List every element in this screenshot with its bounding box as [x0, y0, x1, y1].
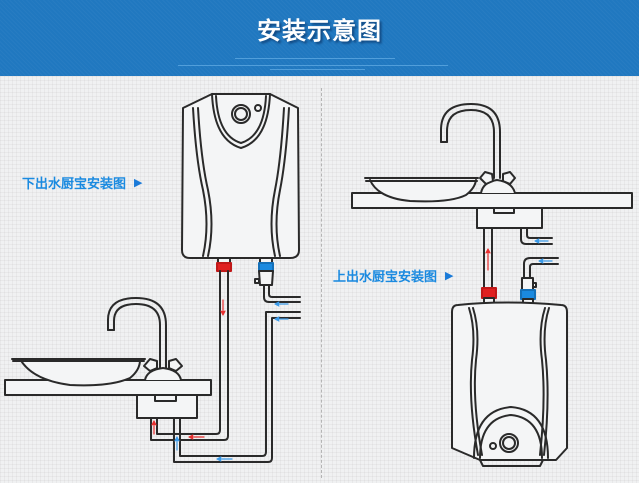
bottom-outlet-label: 下出水厨宝安装图 ▶: [22, 173, 142, 192]
bottom-outlet-label-text: 下出水厨宝安装图: [22, 177, 127, 192]
panel-divider: [321, 88, 322, 478]
right-under-sink-box: [476, 207, 543, 229]
banner-decor-line: [178, 65, 448, 66]
cold-inlet-fitting: [254, 257, 274, 286]
left-faucet: [107, 297, 183, 381]
water-heater-top-outlet: [451, 301, 568, 467]
cold-water-pipe-heater: [521, 257, 559, 291]
hot-water-pipe: [150, 270, 229, 441]
title-banner: 安装示意图: [0, 0, 639, 76]
hot-flow-arrow: [151, 299, 226, 440]
banner-decor-line: [270, 69, 365, 70]
arrow-right-icon: ▶: [134, 176, 143, 189]
hot-water-pipe: [483, 227, 493, 289]
left-basin: [11, 358, 146, 387]
cold-water-pipe-heater: [263, 284, 301, 303]
cold-flow-arrow: [534, 238, 553, 264]
page-title: 安装示意图: [257, 16, 382, 45]
top-outlet-label-text: 上出水厨宝安装图: [333, 270, 438, 285]
left-under-sink-box: [136, 394, 198, 419]
banner-decor-line: [235, 58, 395, 59]
cold-water-pipe-tap: [520, 227, 553, 245]
top-outlet-label: 上出水厨宝安装图 ▶: [333, 266, 453, 285]
water-heater-bottom-outlet: [181, 93, 300, 259]
cold-water-pipe-tap: [173, 311, 301, 463]
hot-outlet-fitting: [216, 257, 232, 272]
right-basin: [364, 177, 479, 203]
cold-flow-arrow: [174, 301, 289, 462]
hot-flow-arrow: [485, 248, 491, 271]
arrow-right-icon: ▶: [445, 269, 454, 282]
right-faucet: [440, 103, 516, 194]
